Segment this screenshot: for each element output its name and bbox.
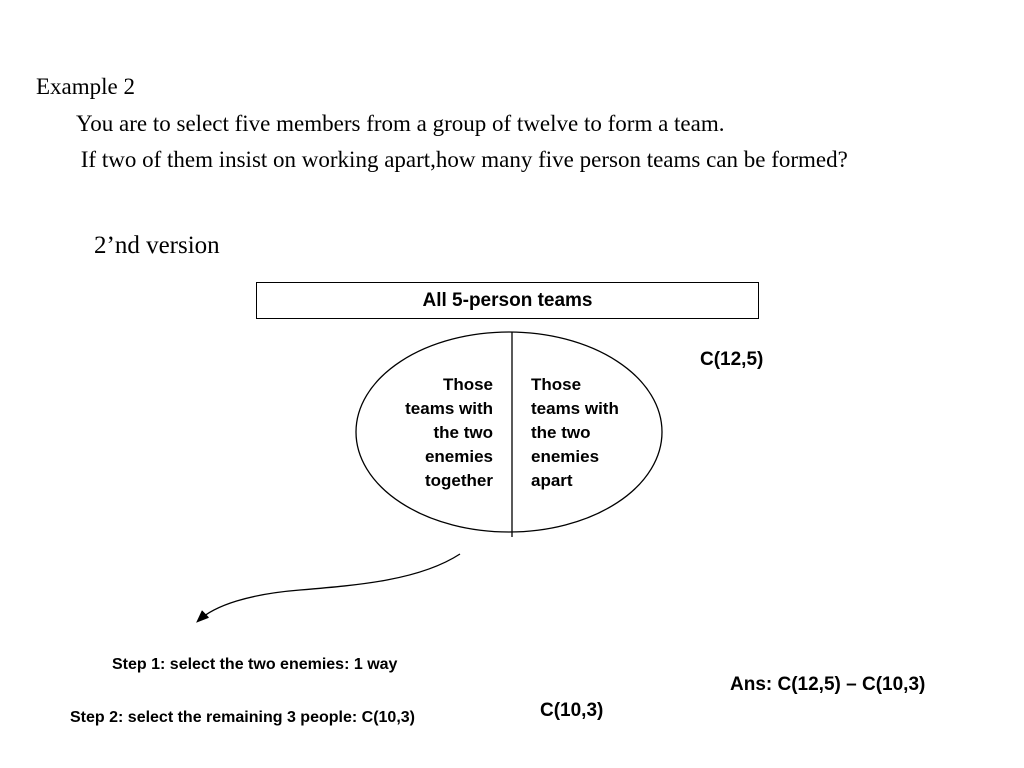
version-label: 2’nd version <box>94 232 220 259</box>
curved-arrow <box>196 553 461 623</box>
region-apart-line: apart <box>531 471 573 490</box>
step-2: Step 2: select the remaining 3 people: C… <box>70 709 415 726</box>
teams-ellipse <box>355 331 663 533</box>
subtotal-formula: C(10,3) <box>540 700 604 721</box>
region-together-line: together <box>425 471 493 490</box>
region-apart-line: the two <box>531 423 591 442</box>
region-apart-line: teams with <box>531 399 619 418</box>
region-apart-line: Those <box>531 375 582 394</box>
region-apart-line: enemies <box>531 447 600 466</box>
all-teams-box: All 5-person teams <box>256 282 759 319</box>
example-heading: Example 2 <box>36 74 135 99</box>
step-1: Step 1: select the two enemies: 1 way <box>112 656 398 673</box>
region-together: Those teams with the two enemies togethe… <box>370 373 493 493</box>
total-formula: C(12,5) <box>700 349 764 370</box>
region-together-line: enemies <box>424 447 493 466</box>
region-together-line: teams with <box>405 399 493 418</box>
region-together-line: Those <box>442 375 493 394</box>
problem-question: If two of them insist on working apart,h… <box>75 147 848 172</box>
problem-statement-line1: You are to select five members from a gr… <box>76 111 725 136</box>
region-together-line: the two <box>433 423 494 442</box>
region-apart: Those teams with the two enemies apart <box>531 373 651 493</box>
answer: Ans: C(12,5) – C(10,3) <box>730 674 926 695</box>
